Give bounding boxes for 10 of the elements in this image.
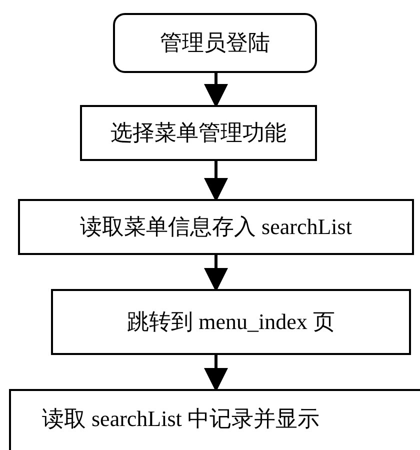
step-text: 选择菜单管理功能 xyxy=(110,119,286,147)
step-text: 跳转到 menu_index 页 xyxy=(127,308,335,336)
process-box xyxy=(9,389,420,450)
step-text: 读取菜单信息存入 searchList xyxy=(80,213,352,241)
process-box xyxy=(18,199,414,255)
process-box xyxy=(51,289,411,355)
step-text: 读取 searchList 中记录并显示 xyxy=(42,405,320,433)
step-text: 管理员登陆 xyxy=(160,29,270,57)
start-box xyxy=(113,13,317,73)
process-box xyxy=(80,105,317,161)
